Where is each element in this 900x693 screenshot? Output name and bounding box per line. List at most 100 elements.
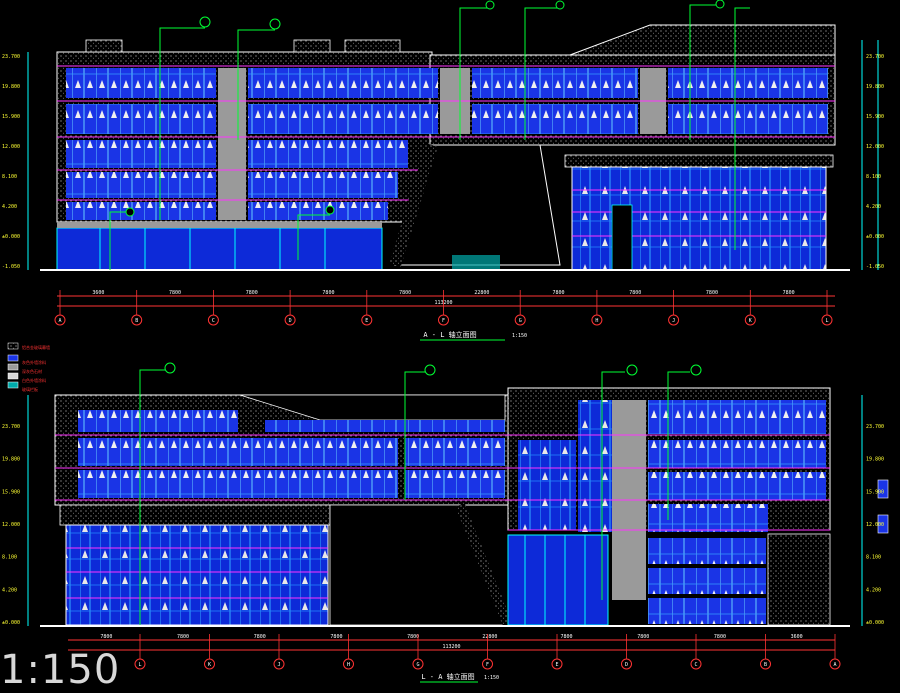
dim-text: 7800 [783,290,795,296]
dim-text: 7800 [407,634,419,640]
dim-text: 7800 [629,290,641,296]
drawing-scale: 1:150 [0,647,121,693]
level-mark: 8.100 [866,555,881,561]
level-mark: 12.000 [2,522,20,528]
callout-marker [164,362,176,374]
axis-bubble [284,314,296,326]
axis-bubble [829,658,841,670]
dim-text: 7800 [706,290,718,296]
top-elevation-title: A - L 轴立面图 [423,330,476,339]
axis-bubble [621,658,632,670]
level-mark: -1.050 [2,264,20,270]
axis-bubble [668,314,680,326]
axis-label: A [58,318,61,324]
axis-label: D [289,318,292,324]
axis-bubble [482,658,493,670]
legend [7,342,19,389]
level-mark: 4.200 [2,587,17,593]
axis-label: C [212,318,215,324]
level-mark: 19.800 [866,457,884,463]
bottom-elevation-title: L - A 轴立面图 [421,672,474,681]
level-mark: 8.100 [2,174,17,180]
level-mark: 8.100 [866,174,881,180]
callout-marker [199,16,211,28]
legend-item: 白色外墙涂料 [22,377,46,383]
level-mark: 12.000 [866,522,884,528]
level-mark: ±0.000 [2,620,20,626]
axis-bubble [343,658,354,670]
axis-bubble [204,658,215,670]
level-mark: 8.100 [2,555,17,561]
level-mark: 19.800 [866,84,884,90]
level-mark: 12.000 [2,144,20,150]
legend-item: 灰色外墙涂料 [22,359,46,365]
dim-text: 7800 [100,634,112,640]
axis-label: B [135,318,138,324]
dim-text: 7800 [169,290,181,296]
dim-text: 7800 [399,290,411,296]
axis-bubble [207,314,219,326]
level-mark: ±0.000 [866,234,884,240]
axis-bubble [821,314,833,326]
axis-bubble [744,314,756,326]
axis-label: L [825,318,828,324]
axis-bubble [361,314,373,326]
axis-label: C [694,662,697,668]
dim-text: 7800 [553,290,565,296]
dim-text: 7800 [177,634,189,640]
level-mark: 23.700 [866,424,884,430]
dim-text: 7800 [254,634,266,640]
dim-text: 7800 [330,634,342,640]
level-mark: 23.700 [2,424,20,430]
axis-label: K [208,662,211,668]
dim-total: 113200 [442,644,460,650]
dim-text: 7800 [322,290,334,296]
legend-item: 铝合金玻璃幕墙 [22,344,50,350]
legend-item: 深灰色石材 [22,368,42,374]
axis-label: H [347,662,350,668]
callout-marker [715,0,725,9]
axis-bubble [438,314,449,326]
callout-marker [325,205,335,215]
axis-label: J [672,318,675,324]
axis-bubble [54,314,66,326]
axis-bubble [551,658,563,670]
axis-label: L [138,662,141,668]
level-mark: 23.700 [866,54,884,60]
axis-label: A [833,662,836,668]
level-mark: -1.050 [866,264,884,270]
axis-bubble [131,314,143,326]
axis-label: B [764,662,767,668]
axis-label: D [625,662,628,668]
level-mark: 23.700 [2,54,20,60]
dim-text: 3600 [791,634,803,640]
dim-text: 3600 [92,290,104,296]
level-mark: ±0.000 [866,620,884,626]
axis-label: J [277,662,280,668]
level-mark: 15.900 [866,489,884,495]
elevation-bottom [27,362,889,651]
axis-label: H [595,318,598,324]
axis-label: E [365,318,368,324]
axis-bubble [134,658,146,670]
axis-label: G [519,318,522,324]
axis-bubble [412,658,424,670]
axis-bubble [690,658,702,670]
callout-marker [485,0,495,10]
level-mark: 15.900 [2,114,20,120]
axis-bubble [514,314,526,326]
elevation-top [27,0,879,307]
axis-label: G [416,662,419,668]
axis-label: F [442,318,445,324]
callout-marker [690,364,702,376]
dim-text: 7800 [637,634,649,640]
dim-text: 22800 [474,290,489,296]
level-mark: 19.800 [2,457,20,463]
dim-text: 22800 [482,634,497,640]
